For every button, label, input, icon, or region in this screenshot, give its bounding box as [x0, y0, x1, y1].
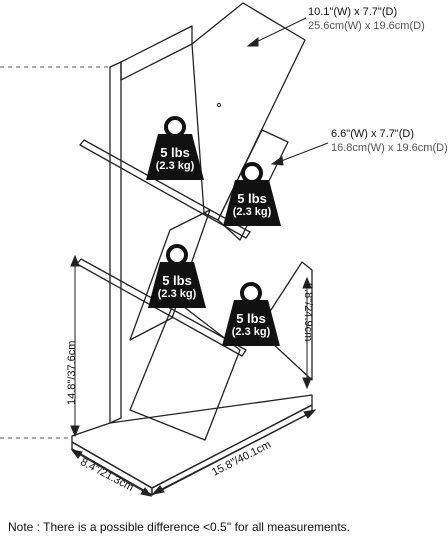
weight-icon-4 [222, 282, 280, 346]
measurement-note: Note : There is a possible difference <0… [8, 520, 350, 534]
side-dimension-label: 9.8"/24.9cm [302, 283, 314, 342]
weight-value: 5 lbs [237, 191, 267, 206]
shelf-outline [71, 2, 313, 496]
weight-label-1: 5 lbs (2.3 kg) [146, 145, 204, 173]
mid-shelf-dim-metric: 16.8cm(W) x 19.6cm(D) [331, 142, 448, 154]
weight-value: 5 lbs [236, 311, 266, 326]
weight-label-3: 5 lbs (2.3 kg) [148, 273, 206, 301]
dimension-lines [70, 254, 317, 497]
mid-shelf-dim-imperial: 6.6"(W) x 7.7"(D) [331, 128, 414, 140]
top-shelf-dim-metric: 25.6cm(W) x 19.6cm(D) [308, 20, 425, 32]
weight-icon-2 [223, 162, 281, 226]
shelf-diagram [0, 2, 329, 497]
weight-value: 5 lbs [160, 145, 190, 160]
top-shelf-dim-imperial: 10.1"(W) x 7.7"(D) [308, 6, 398, 18]
weight-metric: (2.3 kg) [157, 288, 197, 300]
weight-value: 5 lbs [162, 273, 192, 288]
height-dimension-label: 14.8"/37.6cm [66, 340, 78, 405]
weight-label-2: 5 lbs (2.3 kg) [223, 191, 281, 219]
panel-hole [216, 102, 222, 108]
dimension-arrows [246, 17, 329, 166]
weight-metric: (2.3 kg) [155, 160, 195, 172]
weight-label-4: 5 lbs (2.3 kg) [222, 311, 280, 339]
weight-icon-3 [148, 244, 206, 308]
weight-icon-1 [146, 116, 204, 180]
weight-metric: (2.3 kg) [231, 326, 271, 338]
weight-metric: (2.3 kg) [232, 206, 272, 218]
